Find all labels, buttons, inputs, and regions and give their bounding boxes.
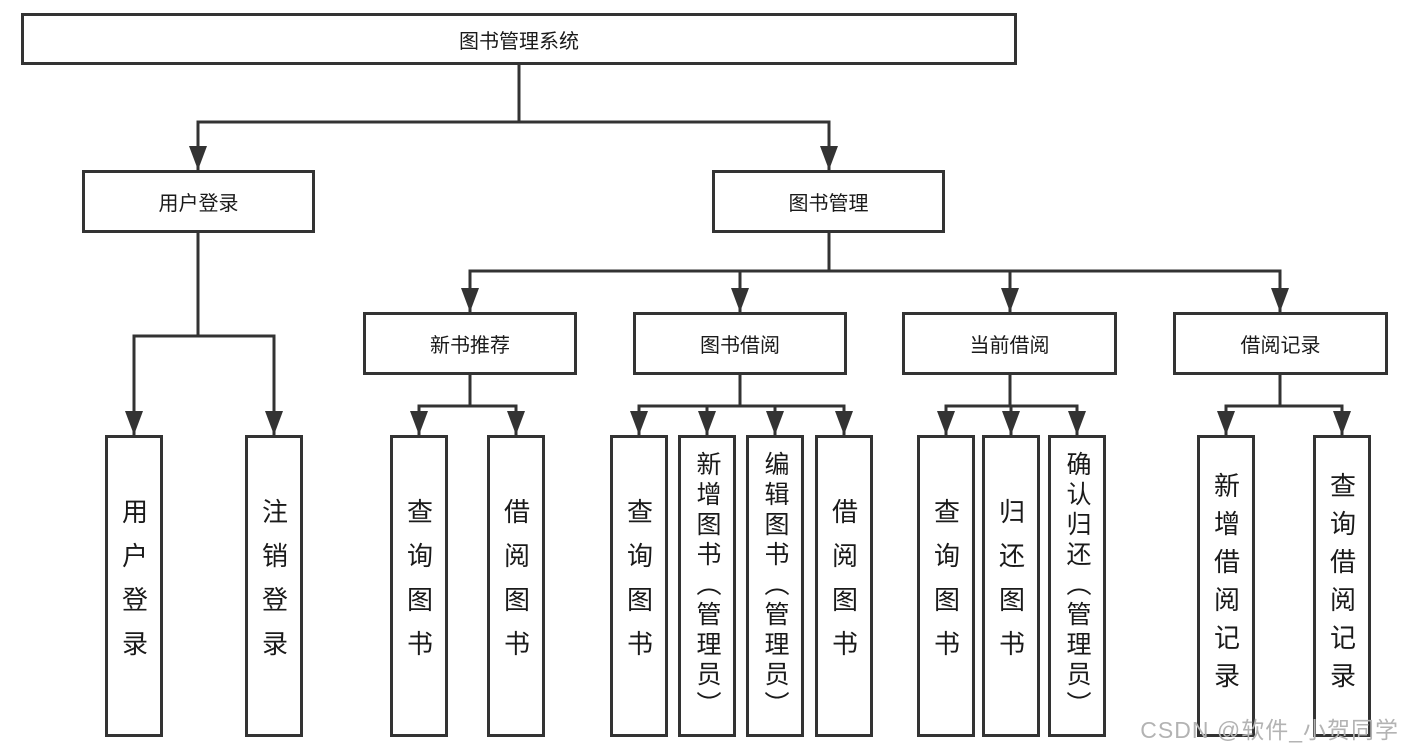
leaf-add-borrow-record: 新增借阅记录 <box>1197 435 1255 737</box>
node-book-management: 图书管理 <box>712 170 945 233</box>
leaf-user-login: 用户登录 <box>105 435 163 737</box>
leaf-query-borrow-record: 查询借阅记录 <box>1313 435 1371 737</box>
node-current-borrowing: 当前借阅 <box>902 312 1117 375</box>
leaf-add-book-admin: 新增图书（管理员） <box>678 435 736 737</box>
node-book-management-system: 图书管理系统 <box>21 13 1017 65</box>
watermark: CSDN @软件_小贺同学 <box>1140 717 1399 743</box>
leaf-logout: 注销登录 <box>245 435 303 737</box>
leaf-confirm-return-admin: 确认归还（管理员） <box>1048 435 1106 737</box>
leaf-query-books-current: 查询图书 <box>917 435 975 737</box>
node-borrowing-records: 借阅记录 <box>1173 312 1388 375</box>
leaf-borrow-books-borrowing: 借阅图书 <box>815 435 873 737</box>
node-user-login: 用户登录 <box>82 170 315 233</box>
node-new-book-recommendation: 新书推荐 <box>363 312 577 375</box>
leaf-query-books-borrowing: 查询图书 <box>610 435 668 737</box>
leaf-return-books: 归还图书 <box>982 435 1040 737</box>
leaf-query-books-recommend: 查询图书 <box>390 435 448 737</box>
node-book-borrowing: 图书借阅 <box>633 312 847 375</box>
leaf-edit-book-admin: 编辑图书（管理员） <box>746 435 804 737</box>
leaf-borrow-books-recommend: 借阅图书 <box>487 435 545 737</box>
